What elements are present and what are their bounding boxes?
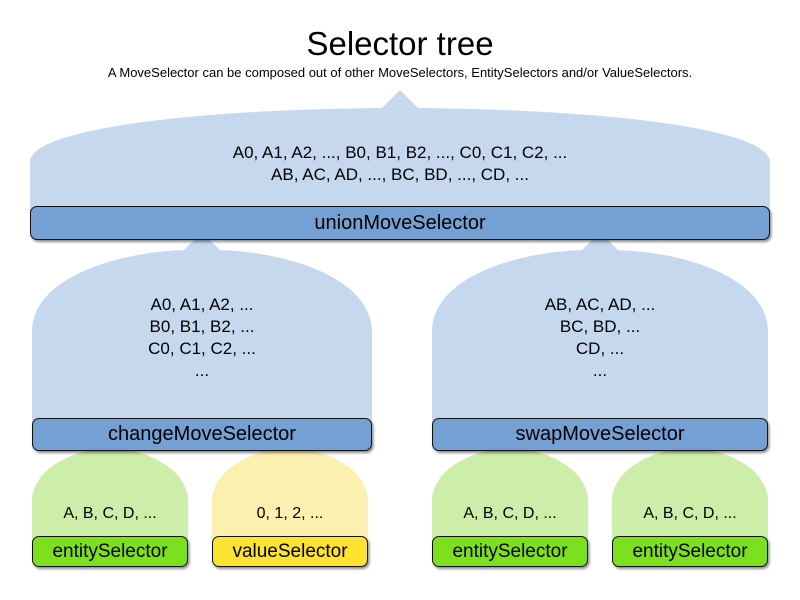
label-entity-selector-2[interactable]: entitySelector bbox=[432, 536, 588, 567]
node-value-selector[interactable]: 0, 1, 2, ... valueSelector bbox=[200, 432, 380, 570]
page-title: Selector tree bbox=[306, 25, 494, 62]
balloon-shape-union bbox=[30, 90, 770, 214]
label-union-move-selector[interactable]: unionMoveSelector bbox=[30, 206, 770, 240]
label-change-move-selector[interactable]: changeMoveSelector bbox=[32, 418, 372, 451]
node-swap-move-selector[interactable]: AB, AC, AD, ... BC, BD, ... CD, ... ... … bbox=[420, 232, 780, 452]
balloon-shape-leaf-1 bbox=[32, 432, 188, 546]
balloon-shape-leaf-3 bbox=[432, 432, 588, 546]
node-entity-selector-3[interactable]: A, B, C, D, ... entitySelector bbox=[600, 432, 780, 570]
balloon-shape-leaf-2 bbox=[212, 432, 368, 546]
page-subtitle: A MoveSelector can be composed out of ot… bbox=[107, 65, 693, 80]
balloon-shape-change bbox=[32, 232, 372, 426]
label-value-selector[interactable]: valueSelector bbox=[212, 536, 368, 567]
label-entity-selector-3[interactable]: entitySelector bbox=[612, 536, 768, 567]
node-change-move-selector[interactable]: A0, A1, A2, ... B0, B1, B2, ... C0, C1, … bbox=[20, 232, 384, 452]
balloon-shape-leaf-4 bbox=[612, 432, 768, 546]
node-entity-selector-1[interactable]: A, B, C, D, ... entitySelector bbox=[20, 432, 200, 570]
node-union-move-selector[interactable]: A0, A1, A2, ..., B0, B1, B2, ..., C0, C1… bbox=[18, 90, 782, 244]
label-entity-selector-1[interactable]: entitySelector bbox=[32, 536, 188, 567]
node-entity-selector-2[interactable]: A, B, C, D, ... entitySelector bbox=[420, 432, 600, 570]
balloon-shape-swap bbox=[432, 232, 768, 426]
label-swap-move-selector[interactable]: swapMoveSelector bbox=[432, 418, 768, 451]
